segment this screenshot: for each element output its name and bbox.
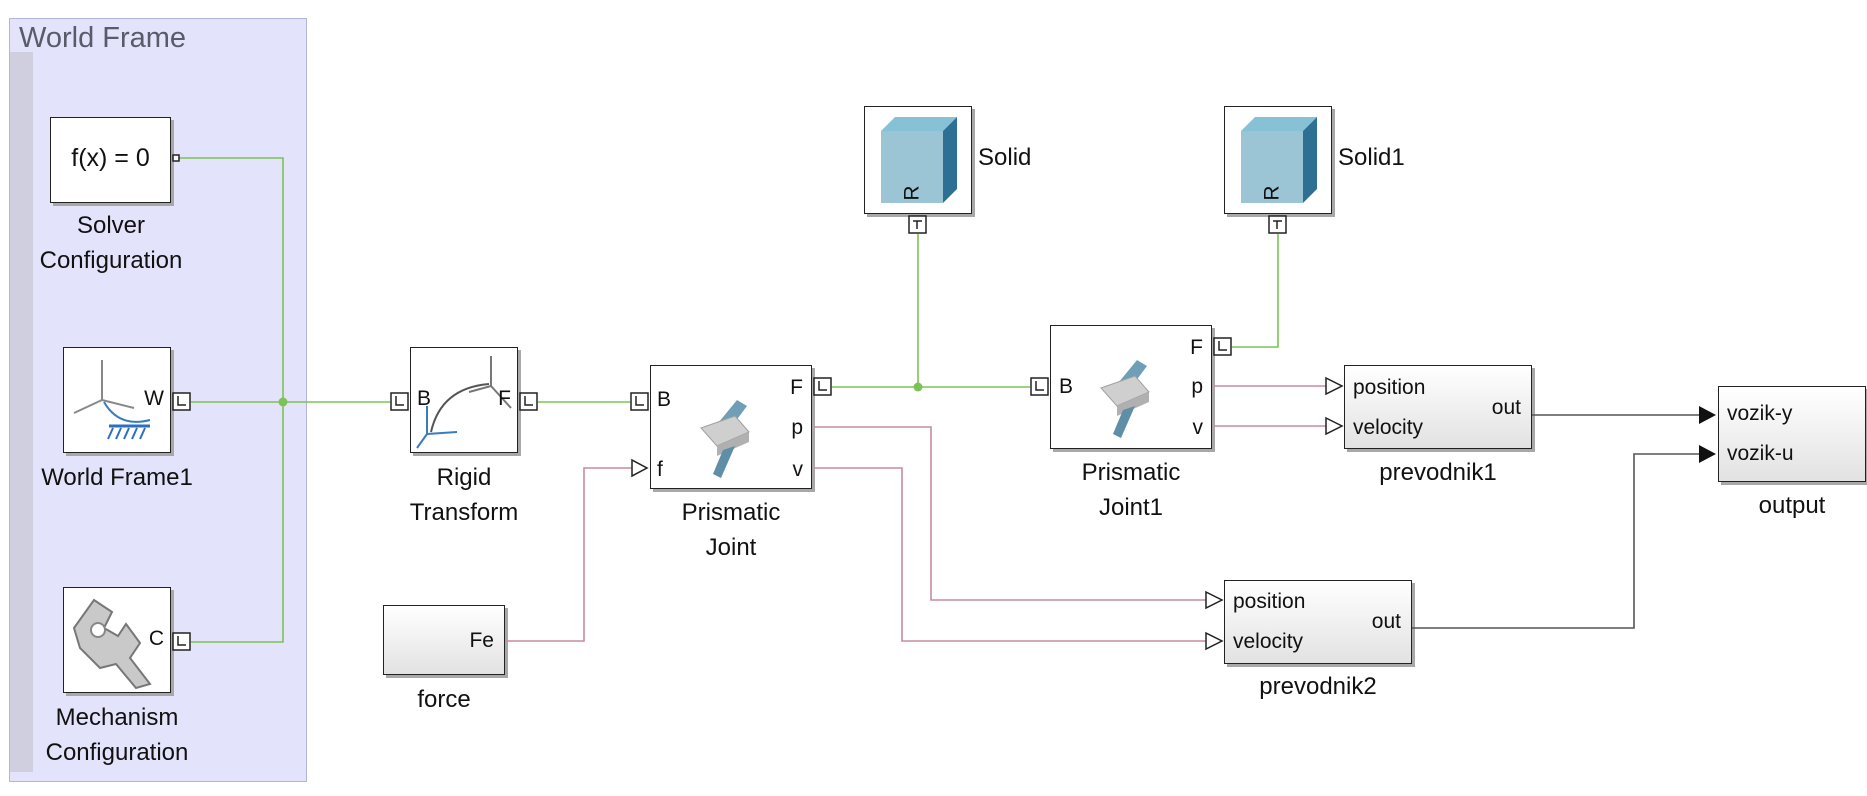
prismatic1-port-b: B <box>1059 375 1074 398</box>
port-box[interactable] <box>630 392 649 411</box>
world-port-w: W <box>144 387 164 410</box>
port-box[interactable] <box>1030 377 1049 396</box>
prismatic-port-p: p <box>791 416 803 439</box>
prismatic-joint-block[interactable]: B f F p v <box>650 365 812 489</box>
prismatic-port-f-input: f <box>657 458 663 481</box>
prismatic-joint1-label: Prismatic Joint1 <box>1081 459 1181 521</box>
solver-equation: f(x) = 0 <box>71 144 150 172</box>
mechanism-configuration-block[interactable]: C <box>63 587 171 693</box>
junction-dot <box>278 397 288 407</box>
wire-prevodnik2-to-output[interactable] <box>1412 453 1700 629</box>
prevodnik1-output-out: out <box>1491 396 1521 419</box>
input-port-triangle[interactable] <box>1205 590 1224 610</box>
force-port-fe: Fe <box>469 629 494 652</box>
prismatic-port-b: B <box>657 388 672 411</box>
prismatic-joint-icon <box>700 400 750 478</box>
input-port-triangle[interactable] <box>1325 376 1344 396</box>
world-frame-block[interactable]: W <box>63 347 171 453</box>
port-box[interactable] <box>172 154 180 162</box>
prevodnik2-input-position: position <box>1233 590 1306 613</box>
solid-block[interactable]: R <box>864 106 972 214</box>
force-label: force <box>417 686 471 713</box>
rigid-transform-icon <box>416 356 512 449</box>
prismatic-port-f: F <box>790 376 803 399</box>
output-input-vozik-y: vozik-y <box>1727 402 1793 425</box>
port-box[interactable] <box>172 392 191 411</box>
solid1-label: Solid1 <box>1338 144 1405 171</box>
wire-mechanism-to-bus[interactable] <box>191 402 284 643</box>
prismatic-joint1-icon <box>1100 360 1150 438</box>
wire-force-to-prismatic[interactable] <box>505 467 632 642</box>
port-box[interactable] <box>1213 337 1232 356</box>
mechanism-port-c: C <box>148 627 164 650</box>
prevodnik2-output-out: out <box>1371 610 1401 633</box>
rigid-transform-label: Rigid Transform <box>409 464 519 526</box>
prismatic1-port-v: v <box>1192 416 1204 439</box>
output-block[interactable]: vozik-y vozik-u <box>1718 386 1866 482</box>
prevodnik1-input-velocity: velocity <box>1353 416 1424 439</box>
prevodnik2-input-velocity: velocity <box>1233 630 1304 653</box>
prevodnik1-input-position: position <box>1353 376 1426 399</box>
prismatic1-port-p: p <box>1191 375 1203 398</box>
input-port-triangle[interactable] <box>1699 406 1716 424</box>
prismatic-joint1-block[interactable]: B F p v <box>1050 325 1212 449</box>
solid1-block[interactable]: R <box>1224 106 1332 214</box>
force-block[interactable]: Fe <box>383 605 505 675</box>
cube-icon <box>1241 117 1317 203</box>
input-port-triangle[interactable] <box>1205 631 1224 651</box>
solver-configuration-label: Solver Configuration <box>39 212 183 274</box>
area-scroll-strip <box>10 52 33 772</box>
mechanism-configuration-label: Mechanism Configuration <box>45 704 189 766</box>
area-title: World Frame <box>19 22 187 54</box>
prismatic-joint-label: Prismatic Joint <box>681 499 781 561</box>
input-port-triangle[interactable] <box>631 458 649 478</box>
input-port-triangle[interactable] <box>1699 445 1716 463</box>
world-frame-icon <box>73 360 151 440</box>
output-input-vozik-u: vozik-u <box>1727 442 1794 465</box>
rigid-port-b: B <box>417 387 432 410</box>
junction-dot <box>913 382 923 392</box>
input-port-triangle[interactable] <box>1325 416 1344 436</box>
rigid-port-f: F <box>498 387 511 410</box>
prevodnik2-label: prevodnik2 <box>1259 673 1377 700</box>
port-box[interactable] <box>813 377 832 396</box>
prevodnik1-block[interactable]: position velocity out <box>1344 365 1532 449</box>
cube-icon <box>881 117 957 203</box>
prismatic1-port-f: F <box>1190 336 1203 359</box>
solid-label: Solid <box>978 144 1032 171</box>
output-label: output <box>1758 492 1826 519</box>
prevodnik2-block[interactable]: position velocity out <box>1224 580 1412 664</box>
wire-prismatic-v-to-prevodnik2[interactable] <box>814 467 1206 642</box>
wire-prismatic1-to-solid1[interactable] <box>1232 234 1279 348</box>
wire-solver-to-bus[interactable] <box>179 157 284 402</box>
prismatic-port-v: v <box>792 458 804 481</box>
wire-prismatic-p-to-prevodnik2[interactable] <box>814 426 1206 601</box>
port-box[interactable] <box>172 632 191 651</box>
port-box[interactable] <box>390 392 409 411</box>
prevodnik1-label: prevodnik1 <box>1379 459 1497 486</box>
wrench-icon <box>72 598 152 690</box>
solver-configuration-block[interactable]: f(x) = 0 <box>50 117 171 203</box>
port-box[interactable] <box>519 392 538 411</box>
world-frame-label: World Frame1 <box>41 464 193 491</box>
rigid-transform-block[interactable]: B F <box>410 347 518 453</box>
